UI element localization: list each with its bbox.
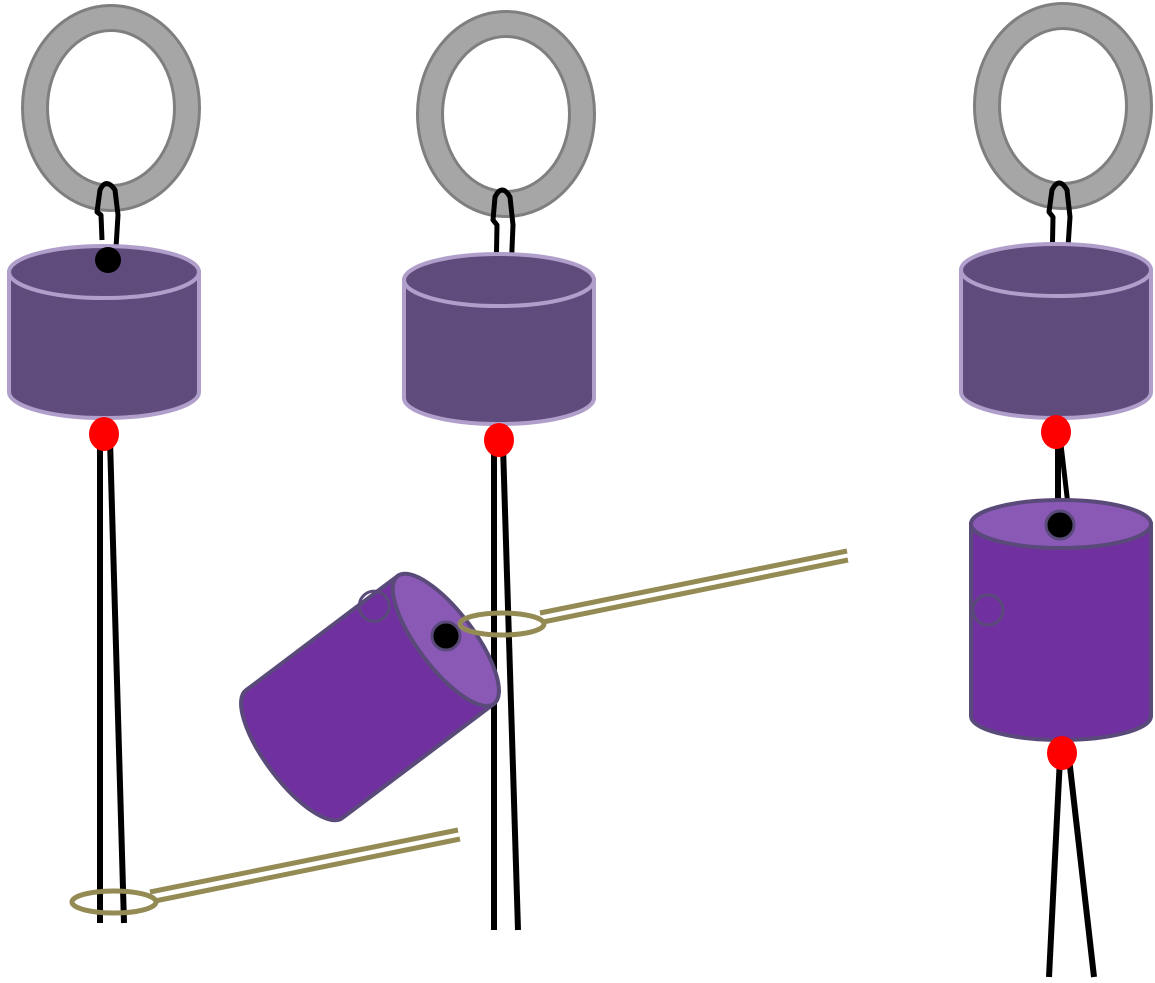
bead-hole xyxy=(95,247,121,273)
bead-hole xyxy=(430,620,462,652)
step-2 xyxy=(239,10,849,931)
needle-icon xyxy=(69,827,461,916)
cord-right xyxy=(1066,757,1097,978)
bead-icon xyxy=(402,252,596,426)
knot-icon xyxy=(484,423,514,457)
needle-icon xyxy=(457,548,849,638)
cord-right xyxy=(500,445,521,931)
knot-icon xyxy=(89,417,119,451)
ring-icon xyxy=(21,4,201,212)
cord-right xyxy=(107,439,127,924)
bead-icon xyxy=(239,571,501,823)
cord-left xyxy=(1046,757,1063,978)
bead-hole xyxy=(1044,509,1076,541)
step-3 xyxy=(959,2,1153,978)
knot-icon xyxy=(1047,736,1077,770)
cord-loop xyxy=(94,181,121,249)
bead-icon xyxy=(959,242,1153,420)
knot-icon xyxy=(1041,415,1071,449)
ring-icon xyxy=(973,2,1153,210)
ring-icon xyxy=(416,10,596,218)
step-1 xyxy=(7,4,461,924)
